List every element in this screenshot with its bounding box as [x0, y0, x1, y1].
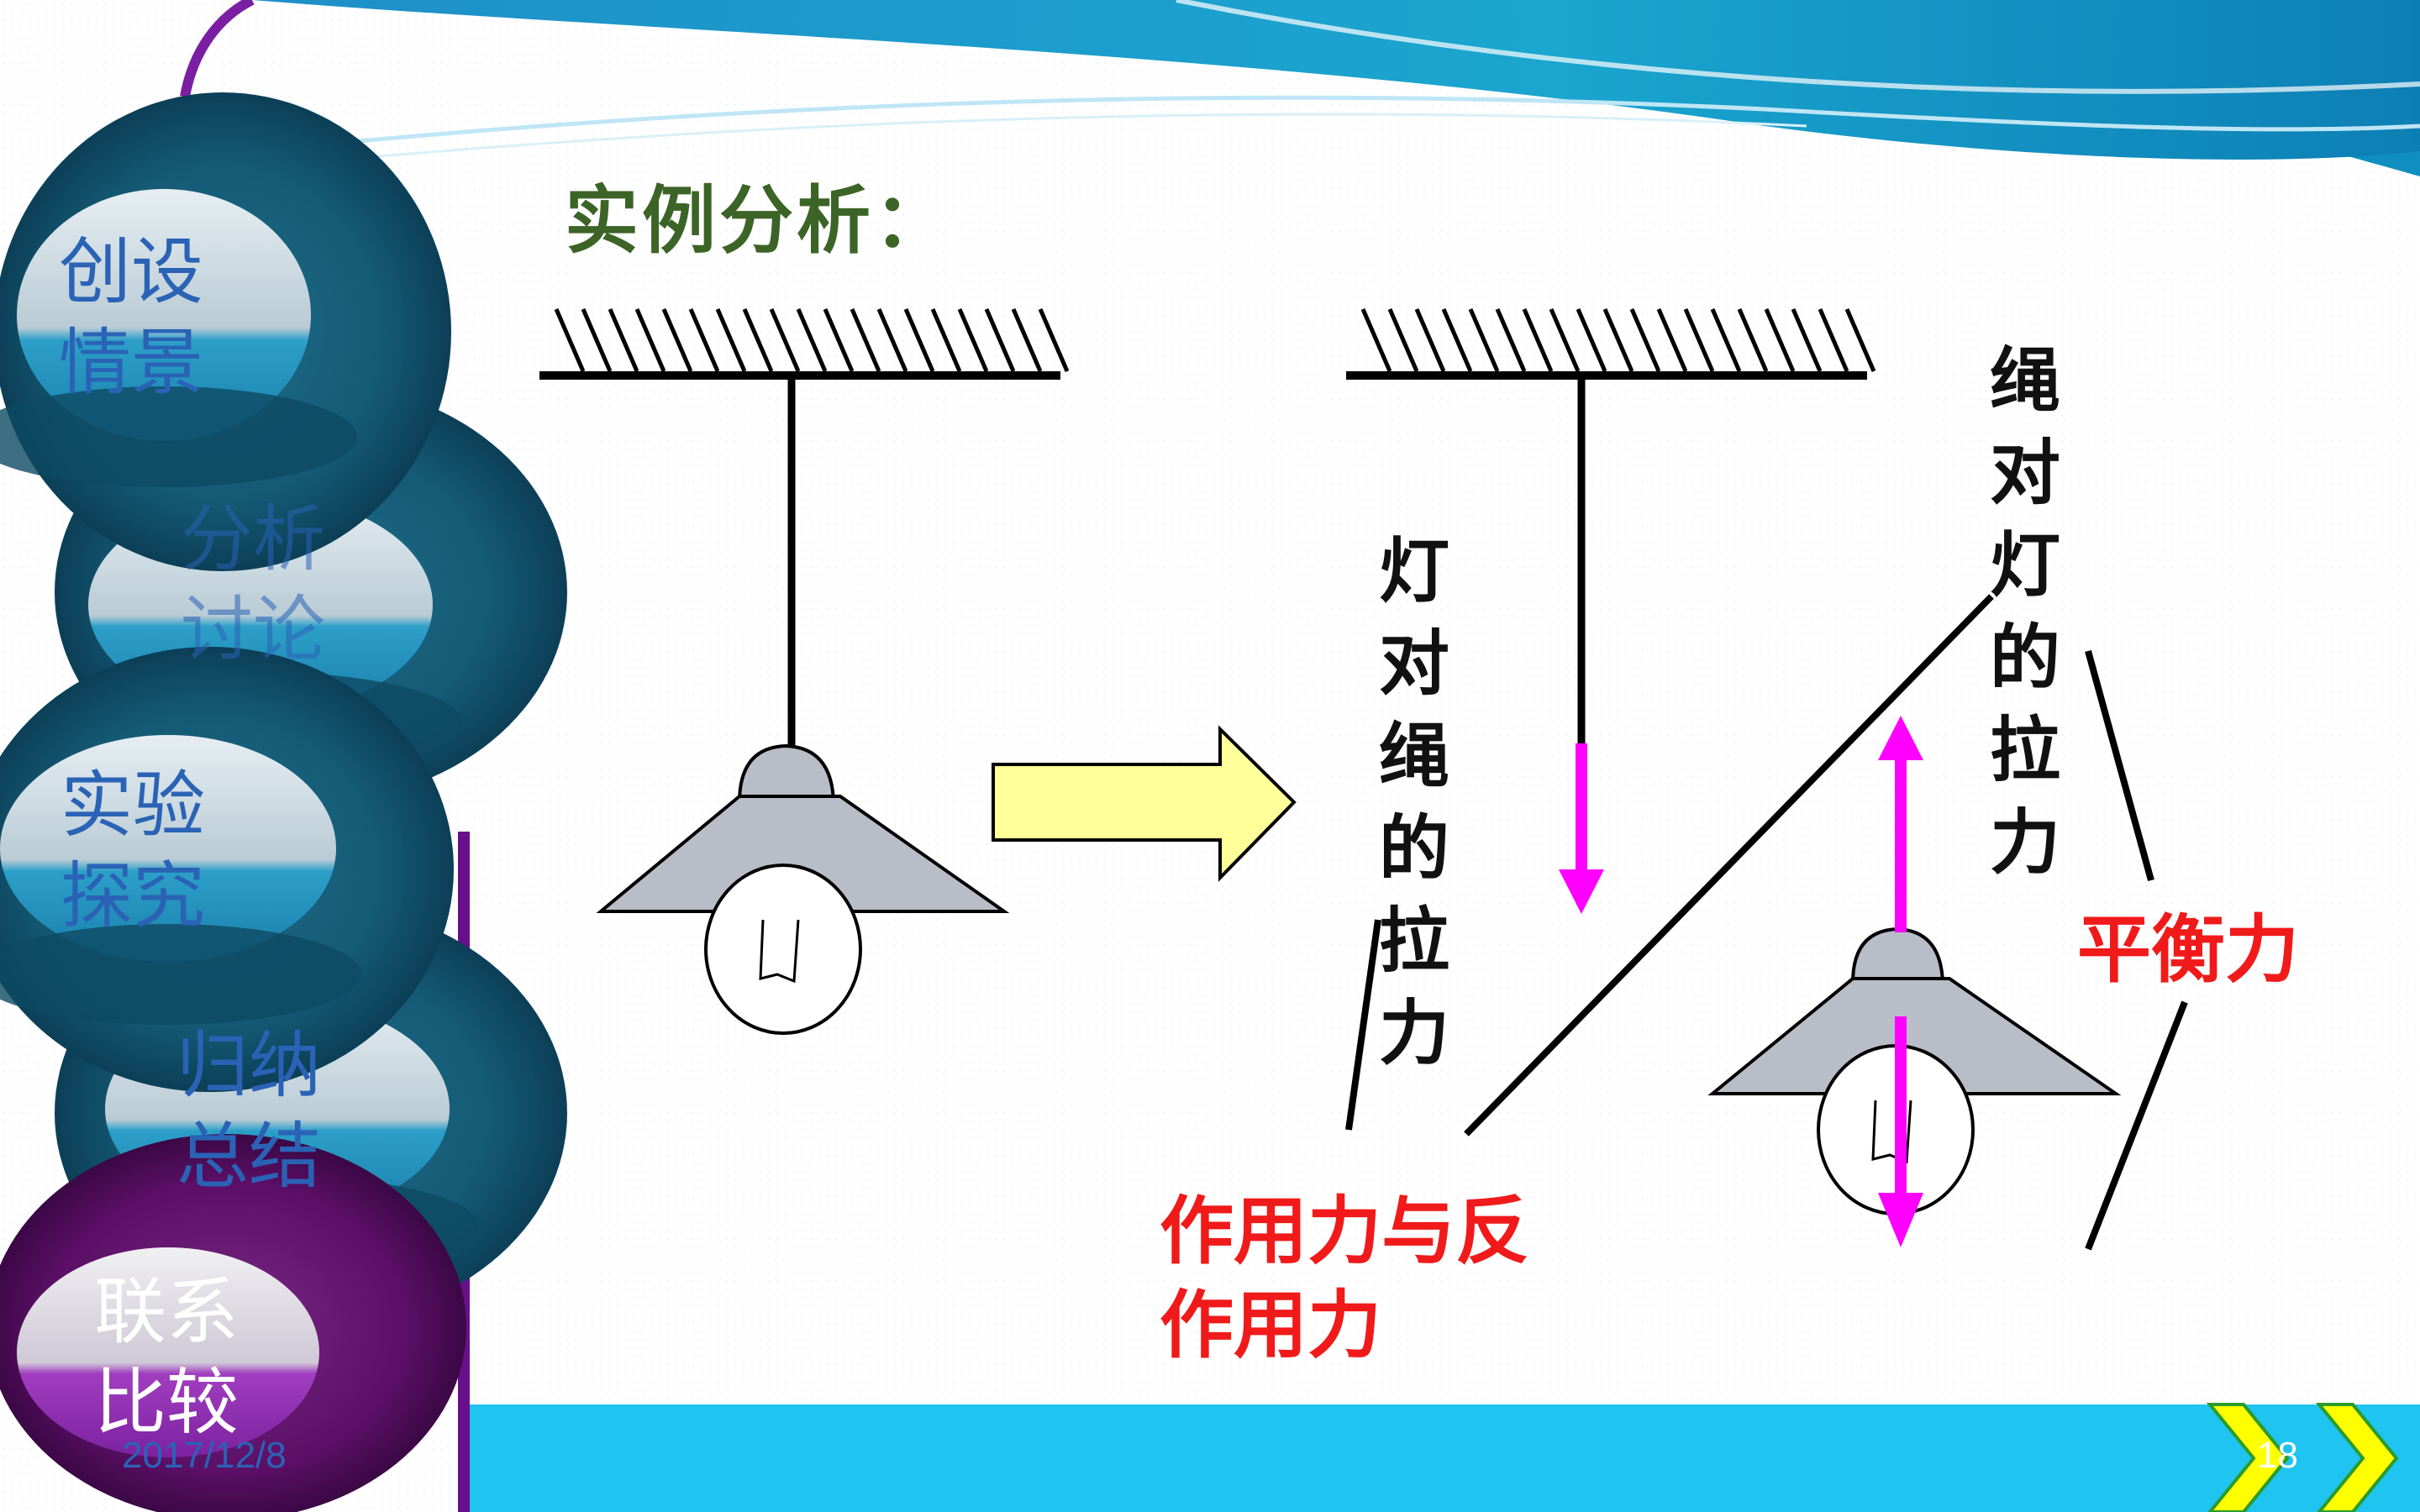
- ceiling-hatch: [1549, 308, 1581, 372]
- slide-date: 2017/12/8: [122, 1435, 287, 1476]
- ceiling-hatch: [769, 308, 801, 372]
- nav-orb-5: [0, 1134, 466, 1512]
- pointer-line-3: [2085, 649, 2154, 882]
- ceiling-hatch: [1710, 308, 1742, 372]
- ceiling-hatch: [1844, 308, 1876, 372]
- ceiling-hatch: [1791, 308, 1823, 372]
- label-action-reaction-line2: 作用力: [1160, 1282, 1382, 1368]
- pointer-line-1: [1345, 919, 1381, 1131]
- transition-arrow: [992, 725, 1297, 882]
- ceiling-hatch: [1576, 308, 1607, 372]
- lamp-right: [1707, 927, 2122, 1215]
- ceiling-hatch: [608, 308, 639, 372]
- ceiling-hatch: [1522, 308, 1554, 372]
- force-arrow-rope-on-lamp: [1878, 716, 1923, 932]
- ceiling-hatch: [742, 308, 774, 372]
- ceiling-hatch: [1629, 308, 1661, 372]
- ceiling-hatch: [661, 308, 693, 372]
- ceiling-hatch: [1656, 308, 1688, 372]
- label-balanced-force: 平衡力: [2077, 906, 2300, 993]
- ceiling-hatch: [1011, 308, 1043, 372]
- slide-title: 实例分析：: [565, 177, 952, 264]
- nav-item-create-scenario[interactable]: 创设情景: [59, 230, 203, 405]
- ceiling-left: [539, 308, 1070, 380]
- ceiling-hatch: [1441, 308, 1473, 372]
- purple-curve: [180, 0, 255, 98]
- pointer-line-4: [2085, 1000, 2188, 1251]
- ceiling-hatch: [957, 308, 989, 372]
- ceiling-hatch: [1387, 308, 1419, 372]
- ceiling-hatch: [715, 308, 747, 372]
- label-action-reaction: 作用力与反 作用力: [1160, 1184, 1529, 1373]
- nav-item-experiment-explore[interactable]: 实验探究: [60, 764, 205, 938]
- force-arrow-gravity: [1878, 1016, 1923, 1247]
- force-arrow-lamp-on-rope: [1559, 743, 1604, 914]
- label-lamp-on-rope: 灯对绳的拉力: [1378, 530, 1449, 1074]
- label-rope-on-lamp: 绳对灯的拉力: [1989, 339, 2060, 884]
- ceiling-right: [1346, 308, 1876, 380]
- ceiling-hatch: [1818, 308, 1849, 372]
- ceiling-hatch: [1468, 308, 1500, 372]
- footer-bar: [464, 1404, 2420, 1512]
- nav-orb-1: [0, 92, 451, 571]
- ceiling-hatch: [876, 308, 908, 372]
- lamp-left: [596, 743, 1010, 1035]
- ceiling-hatch: [823, 308, 855, 372]
- chevron-icon: [2206, 1403, 2399, 1512]
- ceiling-hatch: [1360, 308, 1392, 372]
- nav-item-compare[interactable]: 联系比较: [94, 1270, 239, 1445]
- ceiling-hatch: [1602, 308, 1634, 372]
- ceiling-hatch: [1414, 308, 1446, 372]
- ceiling-hatch: [1764, 308, 1796, 372]
- ceiling-hatch: [1495, 308, 1527, 372]
- page-number: 18: [2257, 1435, 2298, 1476]
- ceiling-hatch: [1737, 308, 1769, 372]
- ceiling-hatch: [850, 308, 881, 372]
- ceiling-hatch: [581, 308, 613, 372]
- ceiling-hatch: [930, 308, 962, 372]
- ceiling-hatch: [554, 308, 586, 372]
- nav-item-summarize[interactable]: 归纳总结: [176, 1024, 321, 1199]
- label-action-reaction-line1: 作用力与反: [1160, 1188, 1530, 1274]
- ceiling-hatch: [688, 308, 720, 372]
- nav-item-analysis-discussion[interactable]: 分析讨论: [181, 497, 325, 672]
- pointer-line-2: [1464, 594, 1994, 1137]
- ceiling-hatch: [1683, 308, 1715, 372]
- ceiling-hatch: [1038, 308, 1070, 372]
- nav-orb-3: [0, 647, 454, 1092]
- ceiling-hatch: [796, 308, 828, 372]
- ceiling-hatch: [634, 308, 666, 372]
- ceiling-hatch: [903, 308, 935, 372]
- ceiling-hatch: [984, 308, 1016, 372]
